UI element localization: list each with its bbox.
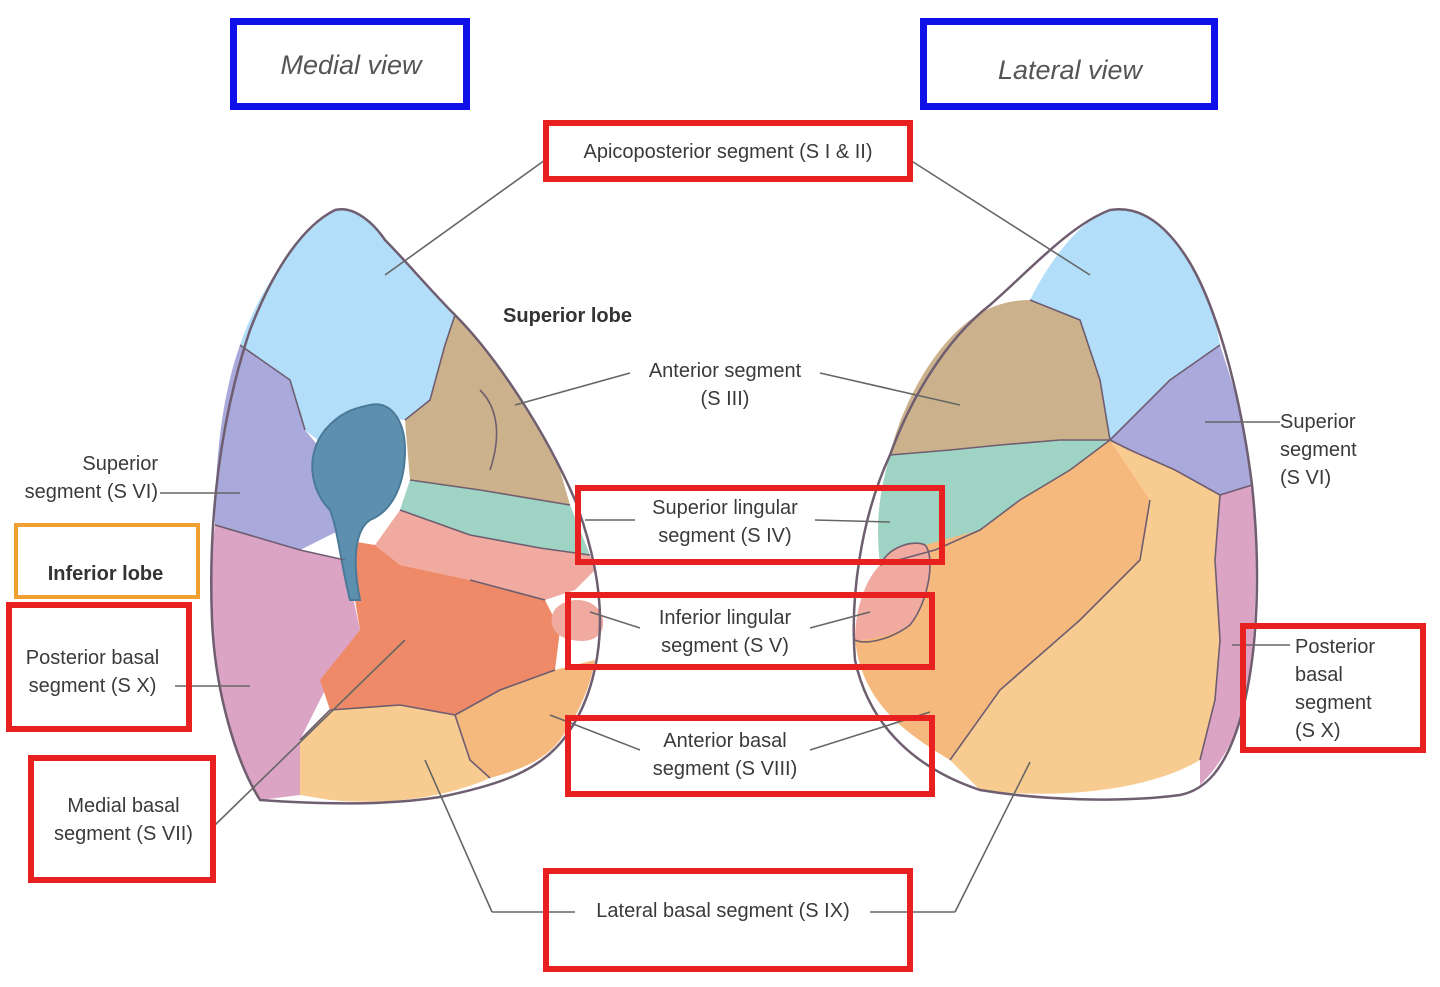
medial-view-box bbox=[230, 18, 470, 110]
anterior-segment-label: Anterior segment (S III) bbox=[648, 360, 802, 410]
superior-lingular-box bbox=[575, 485, 945, 565]
lateral-view-box bbox=[920, 18, 1218, 110]
medial-posterior-basal-region bbox=[211, 525, 360, 800]
medial-lung bbox=[210, 207, 604, 805]
superior-lingular-label: Superior lingular segment (S IV) bbox=[652, 497, 798, 547]
lateral-superior-segment-region bbox=[1110, 345, 1252, 495]
medial-basal-label: Medial basal segment (S VII) bbox=[54, 795, 193, 845]
lateral-basal-label: Lateral basal segment (S IX) bbox=[596, 900, 850, 922]
lateral-anterior-basal-region bbox=[855, 440, 1150, 760]
medial-view-title: Medial view bbox=[280, 50, 422, 80]
inferior-lobe-box bbox=[14, 523, 200, 599]
medial-medial-basal-region bbox=[320, 540, 560, 715]
lateral-anterior-region bbox=[890, 300, 1110, 455]
medial-anterior-basal-region bbox=[455, 660, 595, 778]
medial-lateral-basal-region bbox=[300, 705, 490, 802]
inferior-lobe-label: Inferior lobe bbox=[47, 563, 164, 585]
apicoposterior-box bbox=[543, 120, 913, 182]
apicoposterior-label: Apicoposterior segment (S I & II) bbox=[583, 141, 873, 163]
lateral-basal-box bbox=[543, 868, 913, 972]
superior-segment-right-label: Superior segment (S VI) bbox=[1280, 411, 1357, 489]
lateral-lung-outline bbox=[852, 207, 1259, 801]
medial-hilum bbox=[311, 403, 407, 601]
inferior-lingular-label: Inferior lingular segment (S V) bbox=[658, 607, 792, 657]
posterior-basal-left-box bbox=[6, 602, 192, 732]
anterior-basal-label: Anterior basal segment (S VIII) bbox=[652, 730, 798, 780]
superior-segment-left-label: Superior segment (S VI) bbox=[24, 453, 158, 503]
medial-inferior-lingular-region bbox=[375, 510, 595, 600]
medial-superior-segment-region bbox=[215, 345, 340, 550]
medial-lingula-tip bbox=[551, 600, 604, 641]
lateral-lateral-basal-region bbox=[950, 440, 1220, 794]
medial-anterior-region bbox=[405, 315, 570, 505]
medial-superior-lingular-region bbox=[400, 480, 590, 555]
leader-lines bbox=[160, 159, 1290, 913]
superior-lobe-label: Superior lobe bbox=[503, 305, 632, 327]
medial-basal-box bbox=[28, 755, 216, 883]
posterior-basal-right-box bbox=[1240, 623, 1426, 753]
lateral-view-title: Lateral view bbox=[997, 55, 1143, 85]
lateral-segment-borders bbox=[854, 299, 1253, 761]
posterior-basal-right-label: Posterior basal segment (S X) bbox=[1295, 636, 1376, 742]
anterior-basal-box bbox=[565, 715, 935, 797]
posterior-basal-left-label: Posterior basal segment (S X) bbox=[25, 647, 160, 697]
inferior-lingular-box bbox=[565, 592, 935, 670]
lateral-superior-lingular-region bbox=[878, 440, 1110, 565]
medial-segment-borders bbox=[214, 314, 591, 779]
